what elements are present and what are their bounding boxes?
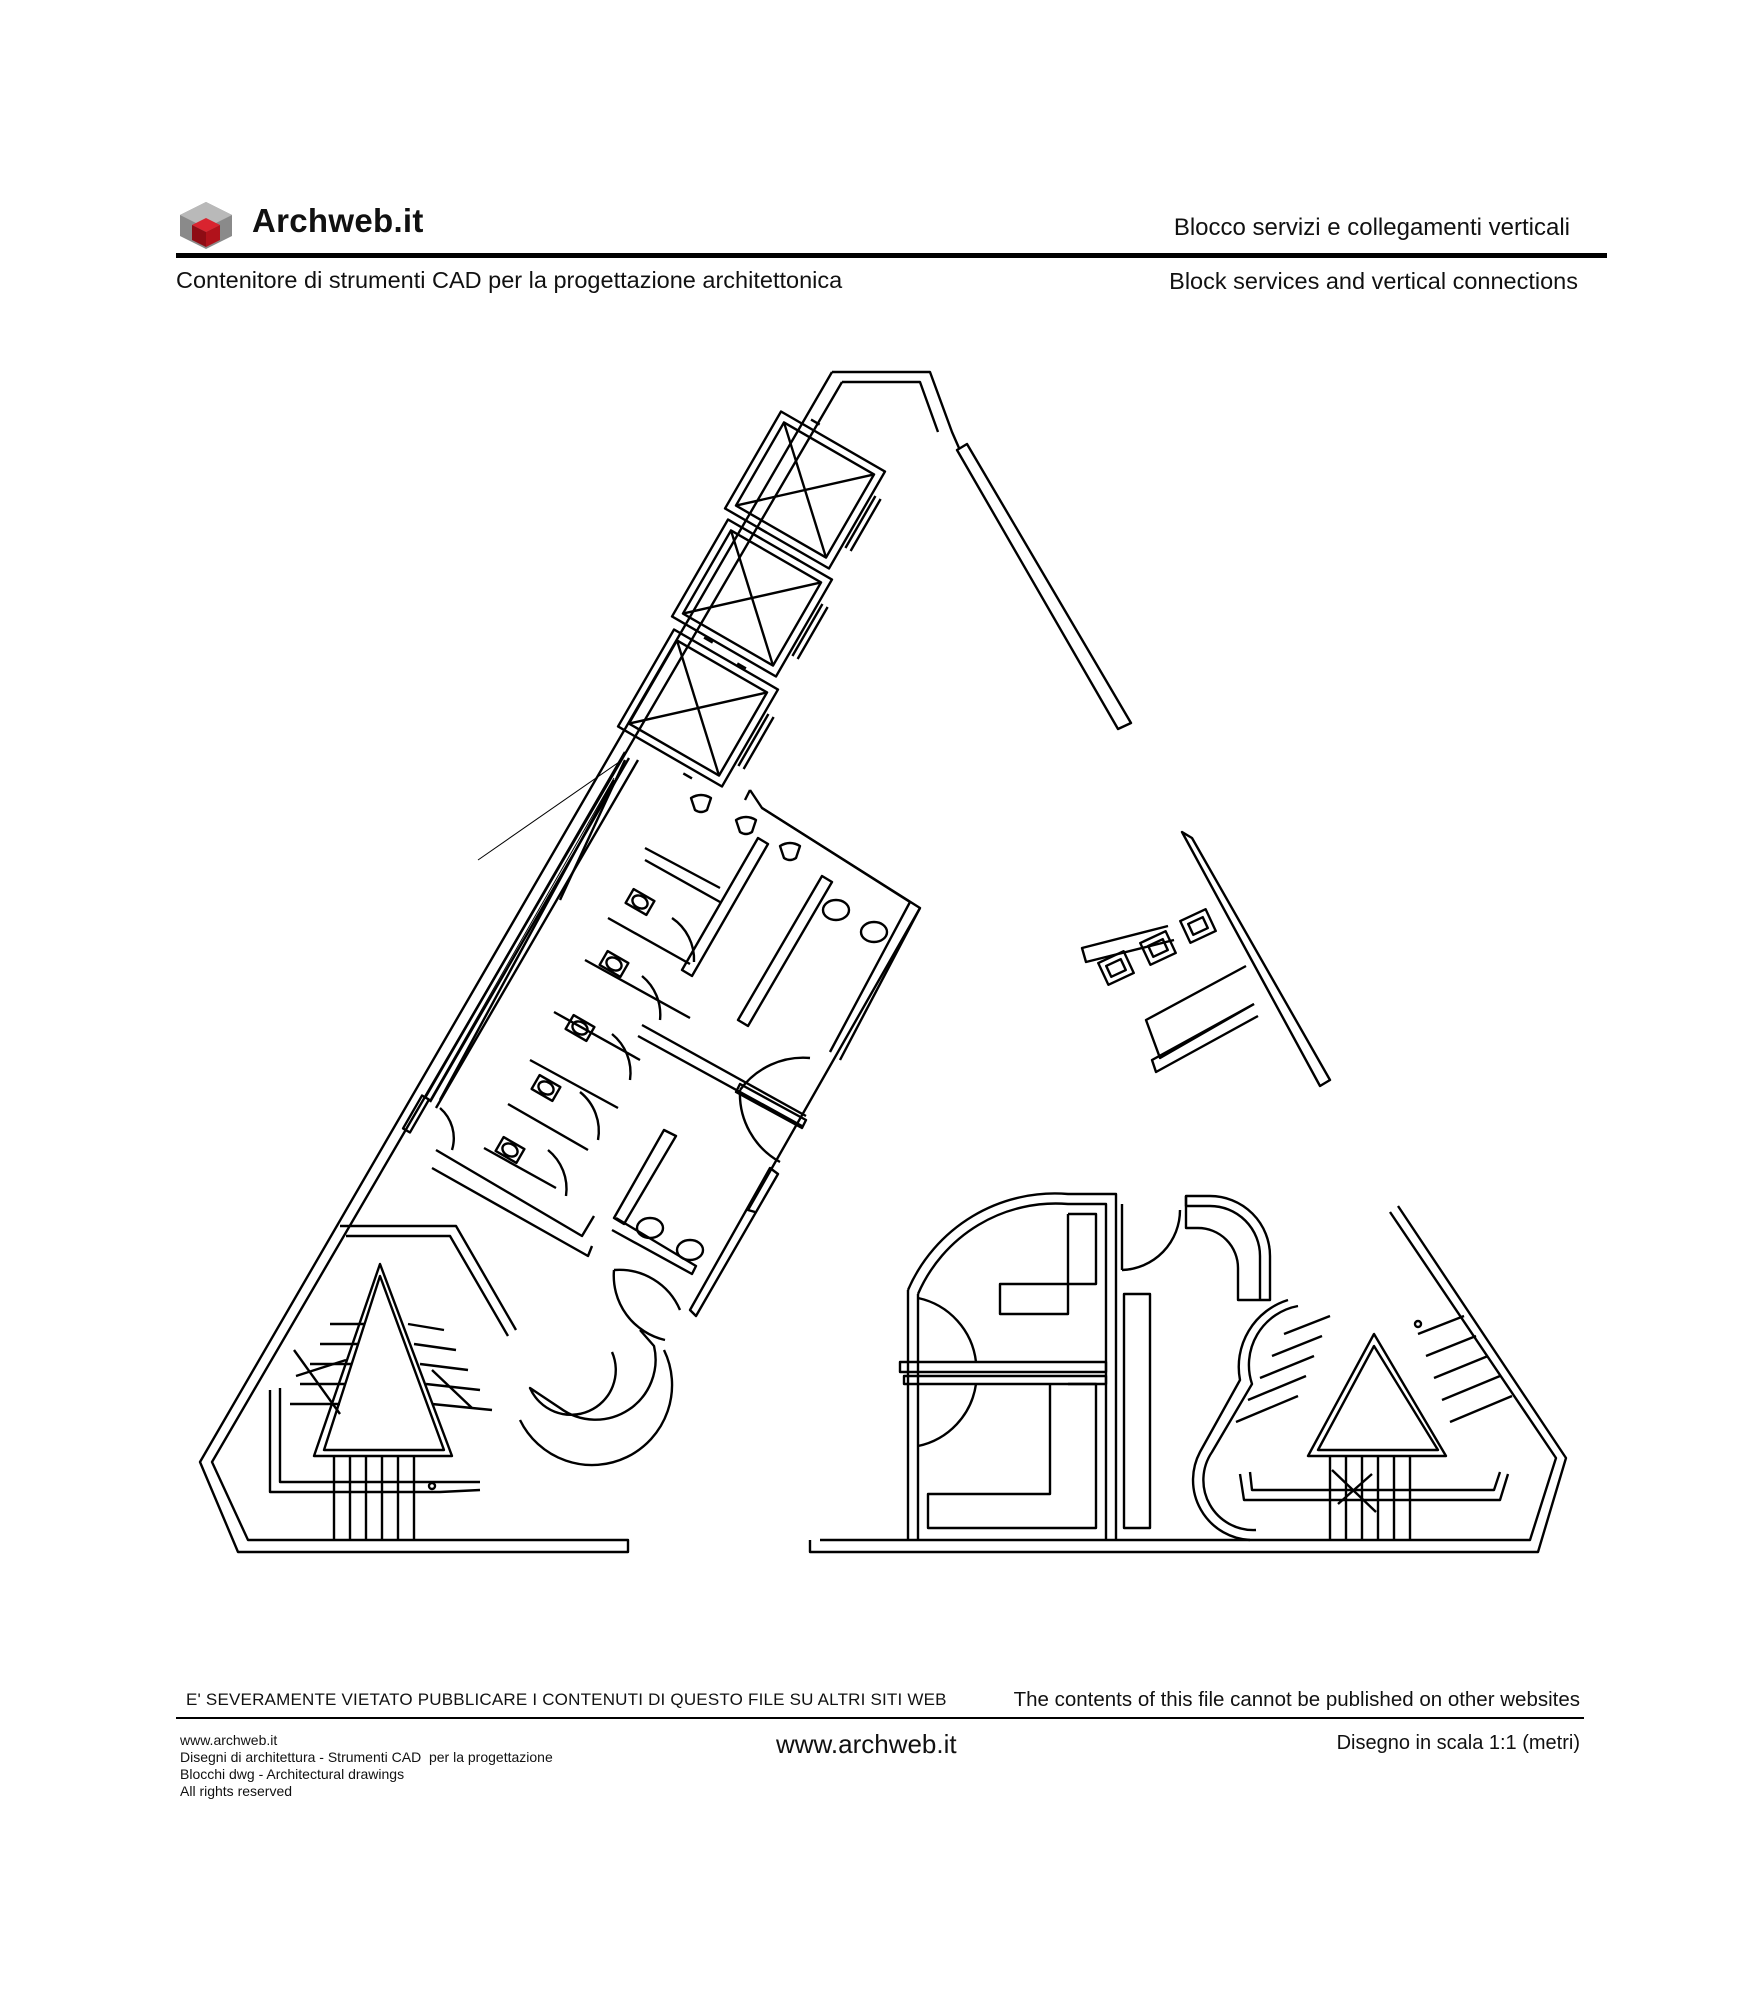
footer-divider <box>176 1717 1584 1719</box>
credits-line: All rights reserved <box>180 1783 293 1799</box>
copyright-warning-en: The contents of this file cannot be publ… <box>1013 1688 1580 1711</box>
site-tagline: Contenitore di strumenti CAD per la prog… <box>176 267 843 293</box>
brand-name: Archweb.it <box>252 202 424 239</box>
service-block-right <box>1080 830 1332 1088</box>
drawing-title-it: Blocco servizi e collegamenti verticali <box>1173 214 1570 241</box>
website-link[interactable]: www.archweb.it <box>776 1729 957 1759</box>
right-wing-outline <box>808 1192 1568 1554</box>
credits-block: www.archweb.it Disegni di architettura -… <box>180 1732 553 1800</box>
right-stair <box>1235 1314 1513 1540</box>
archweb-logo-icon <box>180 202 232 249</box>
copyright-warning-it: E' SEVERAMENTE VIETATO PUBBLICARE I CONT… <box>186 1690 947 1709</box>
lift-shafts <box>616 410 887 788</box>
header-divider <box>176 253 1607 258</box>
drawing-title-en: Block services and vertical connections <box>1169 268 1578 294</box>
credits-line: Disegni di architettura - Strumenti CAD … <box>180 1749 553 1765</box>
left-stair <box>268 1224 518 1540</box>
toilet-block <box>431 789 922 1467</box>
left-wing-outline <box>198 370 1133 1554</box>
scale-note: Disegno in scala 1:1 (metri) <box>1336 1732 1580 1754</box>
credits-line: Blocchi dwg - Architectural drawings <box>180 1766 405 1782</box>
credits-line: www.archweb.it <box>180 1732 278 1748</box>
